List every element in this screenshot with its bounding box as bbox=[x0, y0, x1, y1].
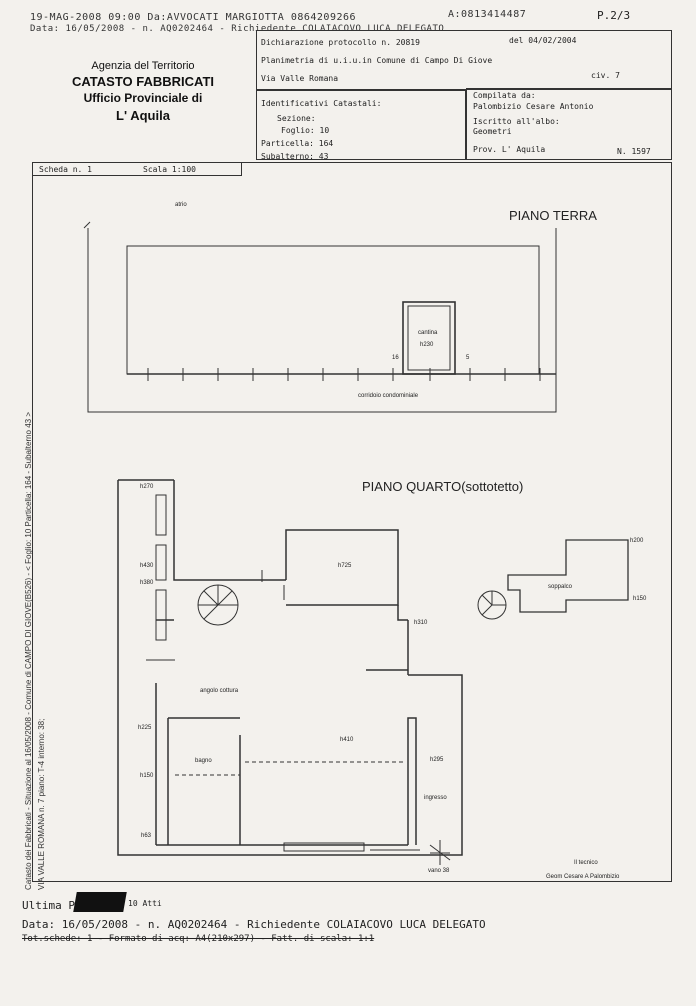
h150-label: h150 bbox=[140, 773, 154, 779]
bagno-label: bagno bbox=[195, 758, 212, 764]
vano-label: vano 38 bbox=[428, 868, 450, 874]
particella: Particella: 164 bbox=[261, 139, 334, 148]
h725-label: h725 bbox=[338, 563, 352, 569]
ultima-text: Ultima P bbox=[22, 899, 75, 912]
ufficio-label: Ufficio Provinciale di bbox=[83, 91, 203, 105]
redaction-mark bbox=[73, 892, 127, 912]
signature-name: Geom Cesare A Palombizio bbox=[546, 874, 620, 880]
footer-data-line: Data: 16/05/2008 - n. AQ0202464 - Richie… bbox=[22, 918, 486, 931]
atrio-label: atrio bbox=[175, 202, 187, 208]
corridoio-label: corridoio condominiale bbox=[358, 393, 419, 399]
fax-header-recipient: A:0813414487 bbox=[448, 9, 527, 20]
piano-quarto-title: PIANO QUARTO(sottotetto) bbox=[362, 479, 524, 494]
h310-label: h310 bbox=[414, 620, 428, 626]
cantina-label: cantina bbox=[418, 330, 438, 336]
agency-block: Agenzia del Territorio CATASTO FABBRICAT… bbox=[30, 40, 256, 158]
signature-role: Il tecnico bbox=[574, 860, 598, 866]
fax-header-line2: Data: 16/05/2008 - n. AQ0202464 - Richie… bbox=[30, 24, 445, 34]
footer-struck-line: Tot.schede: 1 - Formato di acq: A4(210x2… bbox=[22, 934, 375, 944]
ground-room-outline bbox=[126, 245, 540, 375]
sezione: Sezione: bbox=[277, 114, 316, 123]
fax-page-number: P.2/3 bbox=[597, 9, 631, 22]
fourth-floor-walls bbox=[117, 479, 463, 856]
h410-label: h410 bbox=[340, 737, 354, 743]
footer-ultima-line: Ultima P bbox=[22, 895, 142, 915]
cantina-height: h230 bbox=[420, 342, 434, 348]
plan-location: Planimetria di u.i.u.in Comune di Campo … bbox=[261, 56, 493, 65]
albo-label: Iscritto all'albo: bbox=[473, 117, 560, 126]
cantina-room bbox=[402, 301, 456, 375]
identifiers-title: Identificativi Catastali: bbox=[261, 99, 382, 108]
declaration-box: Dichiarazione protocollo n. 20819 del 04… bbox=[256, 30, 672, 90]
compiler-title: Compilata da: bbox=[473, 91, 536, 100]
ingresso-label: ingresso bbox=[424, 795, 447, 801]
civic-number: civ. 7 bbox=[591, 71, 620, 80]
ground-outer-frame bbox=[87, 228, 557, 413]
scheda-scale: Scala 1:100 bbox=[143, 165, 196, 174]
fax-header-line1: 19-MAG-2008 09:00 Da:AVVOCATI MARGIOTTA … bbox=[30, 12, 357, 23]
h380-label: h380 bbox=[140, 580, 154, 586]
soppalco-outline bbox=[507, 539, 629, 613]
dim-right: 5 bbox=[466, 355, 470, 361]
piano-terra-title: PIANO TERRA bbox=[509, 208, 597, 223]
compiler-name: Palombizio Cesare Antonio bbox=[473, 102, 594, 111]
drawing-frame bbox=[32, 162, 672, 882]
scheda-bar: Scheda n. 1 Scala 1:100 bbox=[32, 162, 242, 176]
ultima-tail: 10 Atti bbox=[128, 899, 162, 908]
angolo-cottura-label: angolo cottura bbox=[200, 688, 239, 694]
scheda-number: Scheda n. 1 bbox=[39, 165, 92, 174]
address: Via Valle Romana bbox=[261, 74, 339, 83]
agency-name: Agenzia del Territorio bbox=[91, 60, 195, 72]
compiler-province: Prov. L' Aquila bbox=[473, 145, 546, 154]
subalterno: Subalterno: 43 bbox=[261, 152, 329, 161]
protocol-number: Dichiarazione protocollo n. 20819 bbox=[261, 38, 420, 47]
catasto-title: CATASTO FABBRICATI bbox=[71, 74, 215, 89]
dim-left: 16 bbox=[392, 355, 399, 361]
foglio: Foglio: 10 bbox=[281, 126, 330, 135]
h150b-label: h150 bbox=[633, 596, 647, 602]
h225-label: h225 bbox=[138, 725, 152, 731]
h270-label: h270 bbox=[140, 484, 154, 490]
h63-label: h63 bbox=[141, 833, 152, 839]
soppalco-label: soppalco bbox=[548, 584, 573, 590]
h200-label: h200 bbox=[630, 538, 644, 544]
compiler-box: Compilata da: Palombizio Cesare Antonio … bbox=[466, 88, 672, 160]
protocol-date: del 04/02/2004 bbox=[509, 36, 577, 45]
albo-value: Geometri bbox=[473, 127, 512, 136]
compiler-number: N. 1597 bbox=[617, 147, 651, 156]
h295-label: h295 bbox=[430, 757, 444, 763]
h430-label: h430 bbox=[140, 563, 154, 569]
ufficio-city: L' Aquila bbox=[116, 108, 170, 123]
identifiers-box: Identificativi Catastali: Sezione: Fogli… bbox=[256, 90, 466, 161]
